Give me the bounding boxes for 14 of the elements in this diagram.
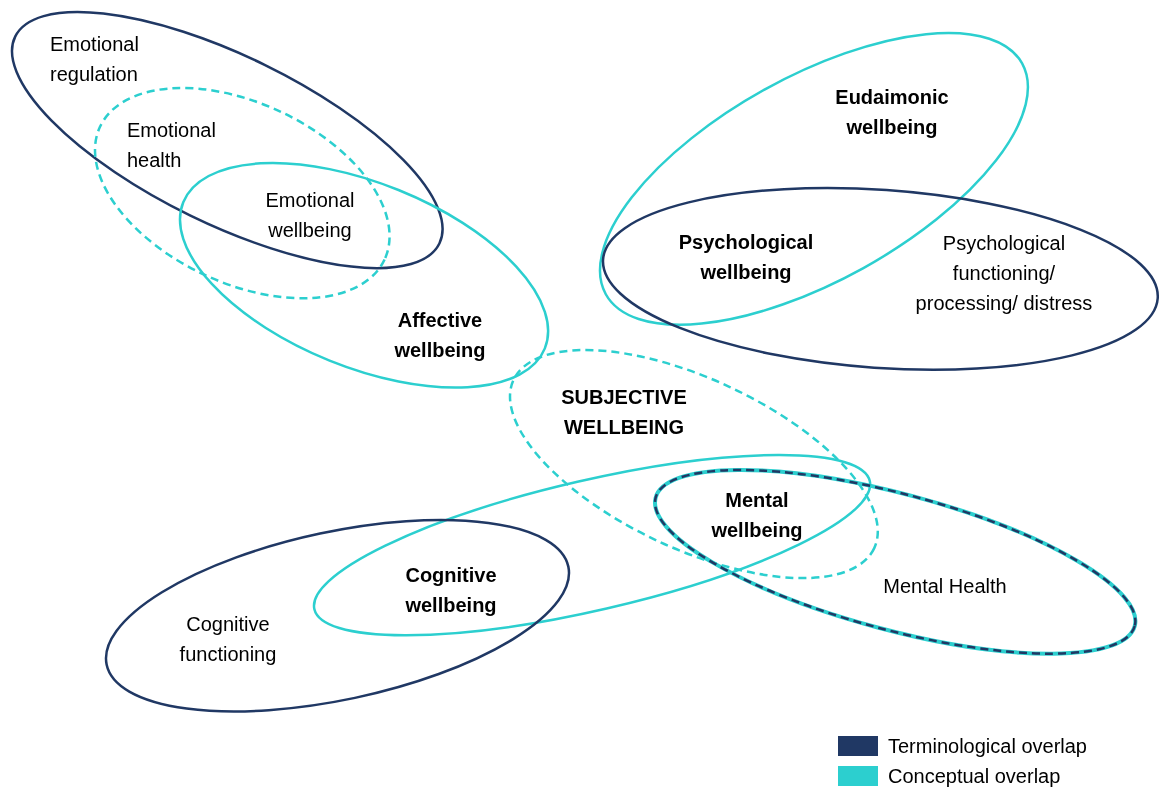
overlap-label: Cognitive wellbeing: [404, 563, 498, 618]
legend-label: Conceptual overlap: [888, 764, 1061, 789]
oval-label: SUBJECTIVE WELLBEING: [560, 385, 688, 440]
legend-label: Terminological overlap: [888, 734, 1087, 759]
overlap-label: Mental wellbeing: [710, 488, 804, 543]
oval-label: Emotional regulation: [50, 32, 140, 87]
oval-label: Cognitive functioning: [178, 612, 278, 667]
oval-label: Eudaimonic wellbeing: [834, 85, 950, 140]
overlap-label: Psychological wellbeing: [677, 230, 815, 285]
oval-label: Affective wellbeing: [393, 308, 487, 363]
oval-label: Psychological functioning/ processing/ distress: [914, 231, 1094, 316]
overlap-label: Emotional wellbeing: [264, 188, 356, 243]
oval-label: Emotional health: [127, 118, 217, 173]
oval-label: Mental Health: [882, 574, 1008, 599]
